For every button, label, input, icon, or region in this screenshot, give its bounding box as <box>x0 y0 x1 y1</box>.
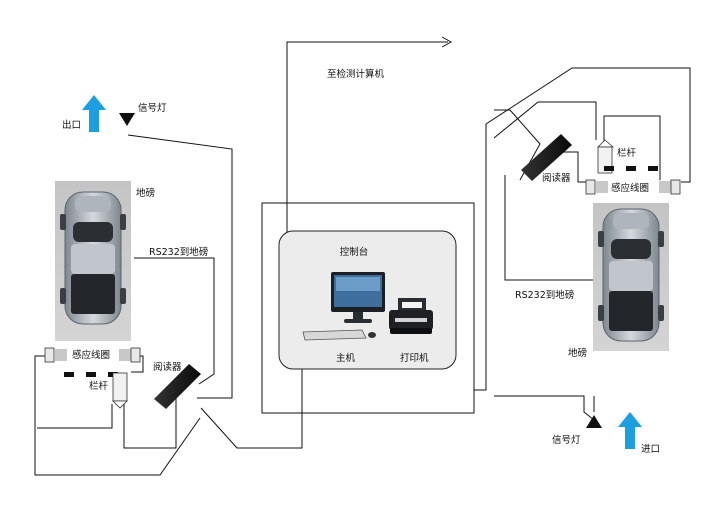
left-signal-label: 信号灯 <box>138 102 167 114</box>
line-right-top2 <box>493 101 597 140</box>
right-rs232-label: RS232到地磅 <box>515 289 574 301</box>
line-left-reader-host <box>200 356 303 449</box>
left-marker-1 <box>64 372 74 377</box>
left-marker-2 <box>86 372 96 377</box>
line-left-loop-outer <box>34 355 201 476</box>
line-left-rs232 <box>134 257 215 385</box>
line-left-barrier <box>37 404 113 429</box>
rfid-reader-icon <box>154 364 201 409</box>
line-right-loop <box>681 122 691 183</box>
line-right-barrier <box>603 115 661 180</box>
traffic-light-icon <box>586 415 602 428</box>
right-marker-1 <box>604 166 614 171</box>
car-icon <box>59 191 127 325</box>
mouse-icon <box>368 332 376 338</box>
up-arrow-icon <box>618 412 642 449</box>
left-scale-label: 地磅 <box>136 187 155 199</box>
right-barrier-label: 栏杆 <box>617 147 637 159</box>
traffic-light-icon <box>119 113 135 126</box>
printer-icon <box>389 298 433 334</box>
exit-label: 出口 <box>62 119 81 131</box>
monitor-icon <box>331 272 385 323</box>
right-signal-label: 信号灯 <box>552 434 581 446</box>
loop-sensor-icon <box>44 347 141 363</box>
entrance-label: 进口 <box>641 444 660 455</box>
car-icon <box>597 208 665 342</box>
line-right-loop2 <box>552 151 592 183</box>
right-marker-3 <box>648 166 658 171</box>
left-reader-label: 阅读器 <box>153 361 182 373</box>
line-right-rs232 <box>504 175 596 281</box>
printer-label: 打印机 <box>400 352 429 364</box>
keyboard-icon <box>302 329 367 341</box>
console-label: 控制台 <box>340 246 369 258</box>
right-marker-2 <box>626 166 636 171</box>
line-right-outer <box>494 395 595 421</box>
up-arrow-icon <box>82 95 106 132</box>
line-right-top <box>474 67 691 391</box>
left-barrier-label: 栏杆 <box>89 380 109 392</box>
barrier-icon <box>112 372 128 409</box>
arrowhead-computer <box>441 36 453 48</box>
to-computer-label: 至检测计算机 <box>327 68 385 80</box>
loop-sensor-icon <box>585 179 681 195</box>
right-scale-label: 地磅 <box>568 347 587 359</box>
wiring <box>34 36 691 476</box>
host-label: 主机 <box>336 352 356 364</box>
left-loop-label: 感应线圈 <box>72 349 110 361</box>
right-reader-label: 阅读器 <box>542 172 571 184</box>
line-left-signal <box>127 134 233 399</box>
console-outer-frame <box>261 202 475 414</box>
left-rs232-label: RS232到地磅 <box>149 246 208 258</box>
right-loop-label: 感应线圈 <box>611 182 649 194</box>
line-left-loop-inner <box>131 355 144 373</box>
line-left-barrier-b <box>123 398 177 449</box>
rfid-reader-icon <box>521 134 572 181</box>
